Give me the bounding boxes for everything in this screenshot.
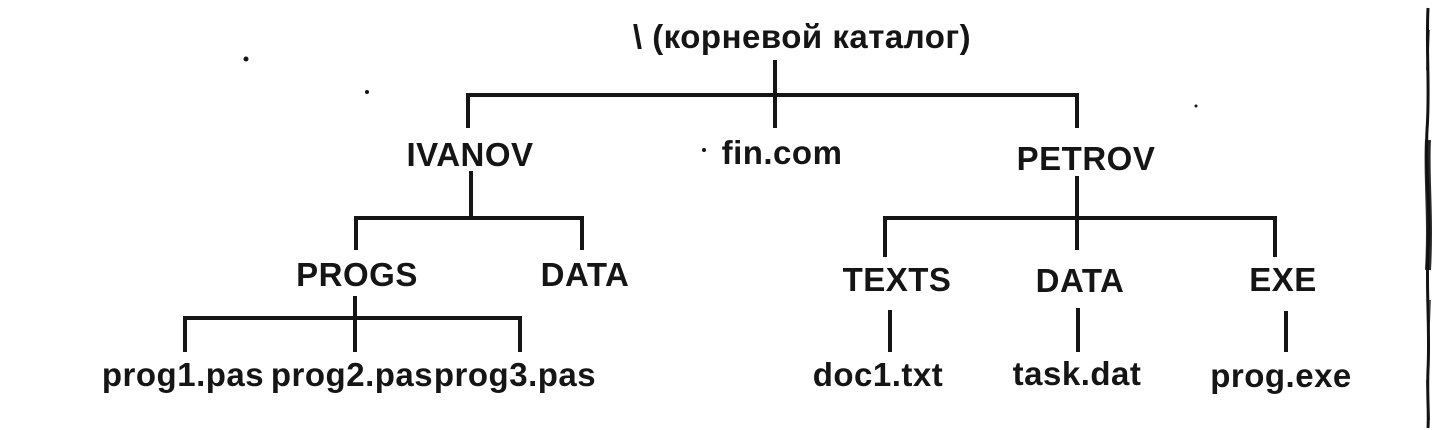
node-file-prog-exe: prog.exe bbox=[1210, 357, 1352, 394]
node-dir-data-petrov: DATA bbox=[1035, 262, 1125, 299]
node-file-fin-com: fin.com bbox=[721, 134, 843, 171]
scan-noise-specks bbox=[243, 56, 1198, 152]
page-edge-artifact bbox=[1424, 7, 1432, 429]
node-file-prog1-pas: prog1.pas bbox=[101, 356, 265, 393]
node-file-doc1-txt: doc1.txt bbox=[812, 356, 944, 393]
node-root-directory: \ (корневой каталог) bbox=[632, 18, 972, 55]
node-dir-exe: EXE bbox=[1249, 261, 1317, 298]
node-file-prog2-pas: prog2.pas bbox=[270, 356, 434, 393]
node-dir-texts: TEXTS bbox=[842, 261, 952, 298]
node-dir-petrov: PETROV bbox=[1016, 140, 1156, 177]
node-dir-ivanov: IVANOV bbox=[406, 136, 534, 173]
node-file-prog3-pas: prog3.pas bbox=[433, 356, 597, 393]
node-dir-data-ivanov: DATA bbox=[540, 256, 630, 293]
node-file-task-dat: task.dat bbox=[1012, 355, 1142, 392]
node-dir-progs: PROGS bbox=[296, 256, 418, 293]
